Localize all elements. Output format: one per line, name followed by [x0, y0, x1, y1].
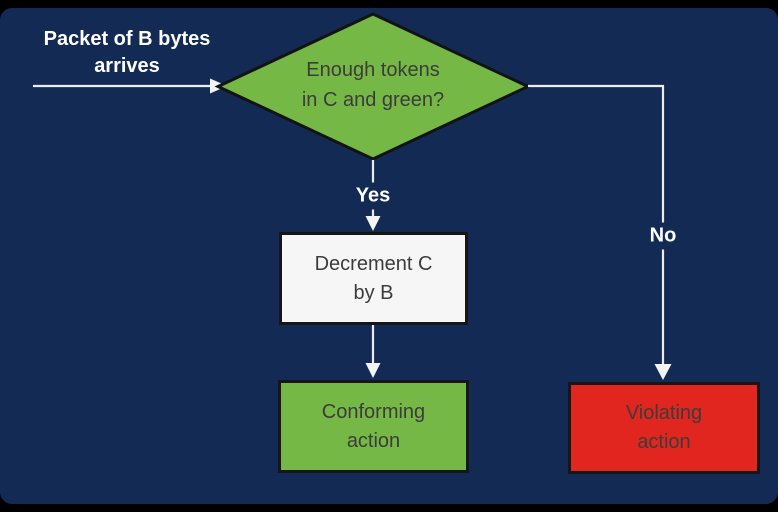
yes-edge-label: Yes — [348, 182, 398, 210]
start-label-line2: arrives — [94, 55, 160, 77]
decision-diamond — [214, 12, 532, 161]
no-arrow-line — [528, 84, 665, 371]
yes-arrowhead-icon — [365, 216, 381, 231]
violating-box-line1: Violating — [625, 402, 703, 424]
decision-label: Enough tokens in C and green? — [263, 55, 483, 115]
conforming-box-line1: Conforming — [321, 400, 426, 423]
decision-label-line2: in C and green? — [301, 89, 445, 111]
decision-label-line1: Enough tokens — [306, 59, 440, 81]
decrement-box-line1: Decrement C — [314, 252, 433, 275]
decrement-box-line2: by B — [353, 281, 394, 304]
violating-action-box: Violating action — [568, 382, 760, 474]
start-label: Packet of B bytes arrives — [30, 26, 224, 80]
start-label-line1: Packet of B bytes — [43, 28, 211, 50]
conforming-action-box: Conforming action — [278, 380, 469, 473]
decrement-process-box: Decrement C by B — [279, 232, 468, 325]
conforming-box-line2: action — [346, 429, 401, 452]
violating-box-line2: action — [637, 431, 691, 453]
no-edge-label: No — [642, 222, 684, 250]
no-arrowhead-icon — [654, 364, 672, 380]
decrement-to-conforming-arrowhead-icon — [365, 363, 381, 378]
